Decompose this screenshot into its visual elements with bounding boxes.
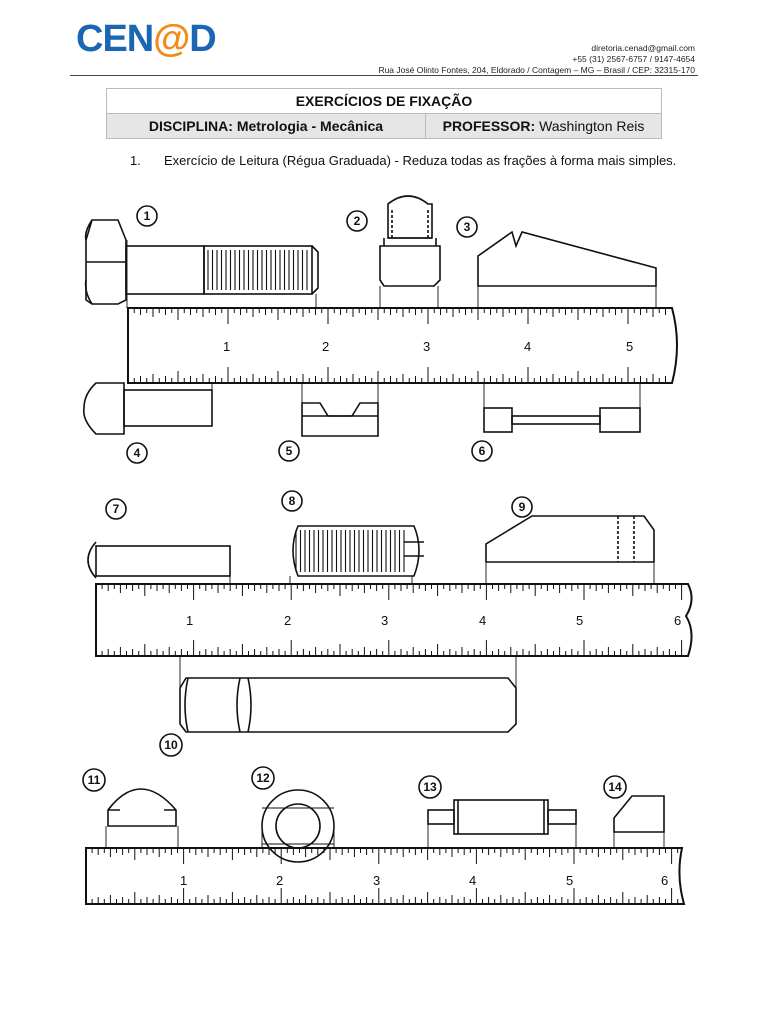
- ruler-1-number: 3: [423, 339, 430, 354]
- ruler-1-ticks: [133, 308, 666, 383]
- ruler-2-number: 3: [381, 613, 388, 628]
- cenad-logo: CEN@D: [76, 18, 217, 60]
- item-label-4: 4: [126, 442, 148, 464]
- svg-text:2: 2: [354, 214, 361, 228]
- item-label-6: 6: [471, 440, 493, 462]
- item-labels: 1 2 3 4 5 6 7 8 9 10 11 12 13 14: [82, 205, 627, 799]
- item-label-14: 14: [603, 775, 627, 799]
- part-3-wedge: [477, 230, 657, 287]
- ruler-2-number: 1: [186, 613, 193, 628]
- svg-text:6: 6: [479, 444, 486, 458]
- part-6-shaft: [483, 407, 641, 433]
- item-label-11: 11: [82, 768, 106, 792]
- ruler-2: 1 2 3 4 5 6: [95, 583, 693, 657]
- ruler-3-number: 2: [276, 873, 283, 888]
- ruler-1-number: 4: [524, 339, 531, 354]
- item-label-3: 3: [456, 216, 478, 238]
- part-10-long-pin: [179, 677, 517, 733]
- instruction: 1. Exercício de Leitura (Régua Graduada) …: [130, 153, 676, 168]
- instruction-text: Exercício de Leitura (Régua Graduada) - …: [164, 153, 677, 168]
- ruler-2-guides: [179, 562, 655, 688]
- ruler-2-number: 4: [479, 613, 486, 628]
- discipline-label: DISCIPLINA:: [148, 118, 233, 134]
- item-label-5: 5: [278, 440, 300, 462]
- part-11-dome-key: [107, 788, 177, 827]
- contact-info: diretoria.cenad@gmail.com +55 (31) 2567-…: [378, 43, 695, 76]
- item-label-7: 7: [105, 498, 127, 520]
- part-2-screw: [379, 195, 441, 287]
- contact-address: Rua José Olinto Fontes, 204, Eldorado / …: [378, 65, 695, 75]
- part-14-block: [613, 795, 665, 833]
- ruler-3-number: 3: [373, 873, 380, 888]
- ruler-1-number: 2: [322, 339, 329, 354]
- ruler-3: 1 2 3 4 5 6: [85, 847, 686, 905]
- professor-value: Washington Reis: [539, 118, 645, 134]
- svg-text:4: 4: [134, 446, 141, 460]
- svg-text:8: 8: [289, 494, 296, 508]
- svg-text:14: 14: [608, 780, 622, 794]
- ruler-2-ticks: [101, 584, 683, 656]
- ruler-1-guides: [126, 240, 657, 408]
- item-label-10: 10: [159, 733, 183, 757]
- part-12-washer: [261, 789, 335, 863]
- item-label-8: 8: [281, 490, 303, 512]
- discipline-value: Metrologia - Mecânica: [236, 118, 384, 134]
- header-divider: [70, 75, 698, 76]
- part-1-bolt: [84, 219, 319, 305]
- item-label-9: 9: [511, 496, 533, 518]
- part-8-threaded-rod: [292, 525, 424, 577]
- svg-text:5: 5: [286, 444, 293, 458]
- svg-text:10: 10: [164, 738, 178, 752]
- svg-text:7: 7: [113, 502, 120, 516]
- svg-text:9: 9: [519, 500, 526, 514]
- ruler-3-number: 5: [566, 873, 573, 888]
- ruler-2-number: 2: [284, 613, 291, 628]
- item-label-13: 13: [418, 775, 442, 799]
- svg-text:11: 11: [88, 773, 101, 787]
- ruler-1-number: 5: [626, 339, 633, 354]
- part-4-pin: [82, 382, 213, 435]
- svg-text:12: 12: [256, 771, 270, 785]
- ruler-3-number: 6: [661, 873, 668, 888]
- item-label-2: 2: [346, 210, 368, 232]
- svg-text:1: 1: [144, 209, 151, 223]
- instruction-number: 1.: [130, 153, 141, 168]
- part-9-wedge-block: [485, 515, 655, 563]
- part-13-stepped-shaft: [427, 799, 577, 835]
- ruler-3-ticks: [91, 848, 679, 904]
- ruler-3-guides: [105, 824, 665, 848]
- ruler-3-number: 1: [180, 873, 187, 888]
- professor-cell: PROFESSOR: Washington Reis: [425, 113, 662, 139]
- exercise-title: EXERCÍCIOS DE FIXAÇÃO: [106, 88, 662, 114]
- contact-phone: +55 (31) 2567-6757 / 9147-4654: [572, 54, 695, 64]
- contact-email: diretoria.cenad@gmail.com: [591, 43, 695, 53]
- part-7-pin: [87, 541, 231, 579]
- ruler-3-number: 4: [469, 873, 476, 888]
- item-label-12: 12: [251, 766, 275, 790]
- info-table: EXERCÍCIOS DE FIXAÇÃO DISCIPLINA: Metrol…: [106, 88, 662, 139]
- ruler-1: 1 2 3 4 5: [127, 307, 678, 384]
- ruler-1-number: 1: [223, 339, 230, 354]
- part-5-block: [301, 402, 379, 437]
- professor-label: PROFESSOR:: [442, 118, 536, 134]
- svg-text:3: 3: [464, 220, 471, 234]
- ruler-2-number: 5: [576, 613, 583, 628]
- item-label-1: 1: [136, 205, 158, 227]
- ruler-2-number: 6: [674, 613, 681, 628]
- svg-text:13: 13: [423, 780, 437, 794]
